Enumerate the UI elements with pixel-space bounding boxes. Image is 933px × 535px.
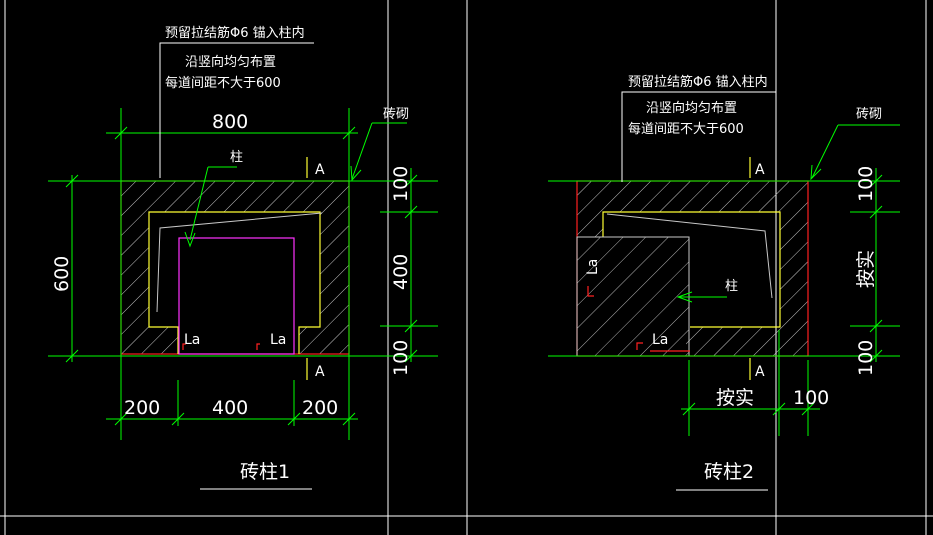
section-bottom-label-2: A bbox=[755, 364, 765, 380]
la-hook-bottom-2 bbox=[636, 342, 643, 350]
right-dim-mid-1: 400 bbox=[390, 254, 412, 290]
width-dim-1: 800 bbox=[212, 111, 248, 133]
rebar-inner-line-1 bbox=[156, 212, 323, 313]
la-hook-right-1 bbox=[256, 343, 260, 350]
brick-column-2-detail: La La bbox=[548, 74, 900, 491]
la-bottom-label-2: La bbox=[652, 332, 668, 348]
section-top-label-2: A bbox=[755, 162, 765, 178]
concrete-column-2 bbox=[576, 236, 690, 357]
note-leader-1 bbox=[159, 42, 314, 178]
bottom-dim-left-2: 按实 bbox=[716, 387, 754, 409]
right-dim-mid-2: 按实 bbox=[855, 250, 877, 288]
la-hook-vertical-2 bbox=[587, 286, 594, 297]
la-right-label-1: La bbox=[270, 332, 286, 348]
section-top-label-1: A bbox=[315, 162, 325, 178]
height-dim-1: 600 bbox=[51, 256, 73, 292]
column-label-2: 柱 bbox=[725, 279, 738, 294]
note-leader-2 bbox=[621, 91, 776, 182]
column-label-1: 柱 bbox=[230, 150, 243, 165]
brick-label-1: 砖砌 bbox=[383, 107, 409, 122]
la-vertical-label-2: La bbox=[585, 259, 601, 275]
bottom-dim-mid-1: 400 bbox=[212, 397, 248, 419]
bottom-dim-right-2: 100 bbox=[793, 387, 829, 409]
dimension-lines-1 bbox=[48, 108, 438, 440]
title-1: 砖柱1 bbox=[240, 461, 290, 483]
note-line3-2: 每道间距不大于600 bbox=[628, 121, 744, 137]
la-left-label-1: La bbox=[184, 332, 200, 348]
dimension-lines-2 bbox=[548, 124, 900, 436]
rebar-outline-2 bbox=[602, 211, 781, 328]
brick-label-2: 砖砌 bbox=[856, 107, 882, 122]
right-dim-top-2: 100 bbox=[855, 166, 877, 202]
right-dim-top-1: 100 bbox=[390, 166, 412, 202]
la-hook-left-1 bbox=[182, 343, 186, 350]
brick-masonry-hatch-2 bbox=[577, 181, 808, 356]
note-line3-1: 每道间距不大于600 bbox=[165, 75, 281, 91]
note-line1-1: 预留拉结筋Φ6 锚入柱内 bbox=[165, 25, 305, 41]
section-bottom-label-1: A bbox=[315, 364, 325, 380]
rebar-inner-line-2 bbox=[606, 213, 773, 299]
concrete-column-1 bbox=[178, 237, 295, 355]
bottom-dim-left-1: 200 bbox=[124, 397, 160, 419]
note-line2-2: 沿竖向均匀布置 bbox=[646, 100, 737, 116]
bottom-dim-right-1: 200 bbox=[302, 397, 338, 419]
brick-masonry-hatch-1 bbox=[121, 181, 349, 354]
note-line2-1: 沿竖向均匀布置 bbox=[185, 54, 276, 70]
title-2: 砖柱2 bbox=[704, 461, 754, 483]
right-dim-bottom-2: 100 bbox=[855, 340, 877, 376]
brick-column-1-detail: La La bbox=[48, 25, 438, 490]
rebar-outline-1 bbox=[148, 211, 321, 354]
note-line1-2: 预留拉结筋Φ6 锚入柱内 bbox=[628, 74, 768, 90]
right-dim-bottom-1: 100 bbox=[390, 340, 412, 376]
